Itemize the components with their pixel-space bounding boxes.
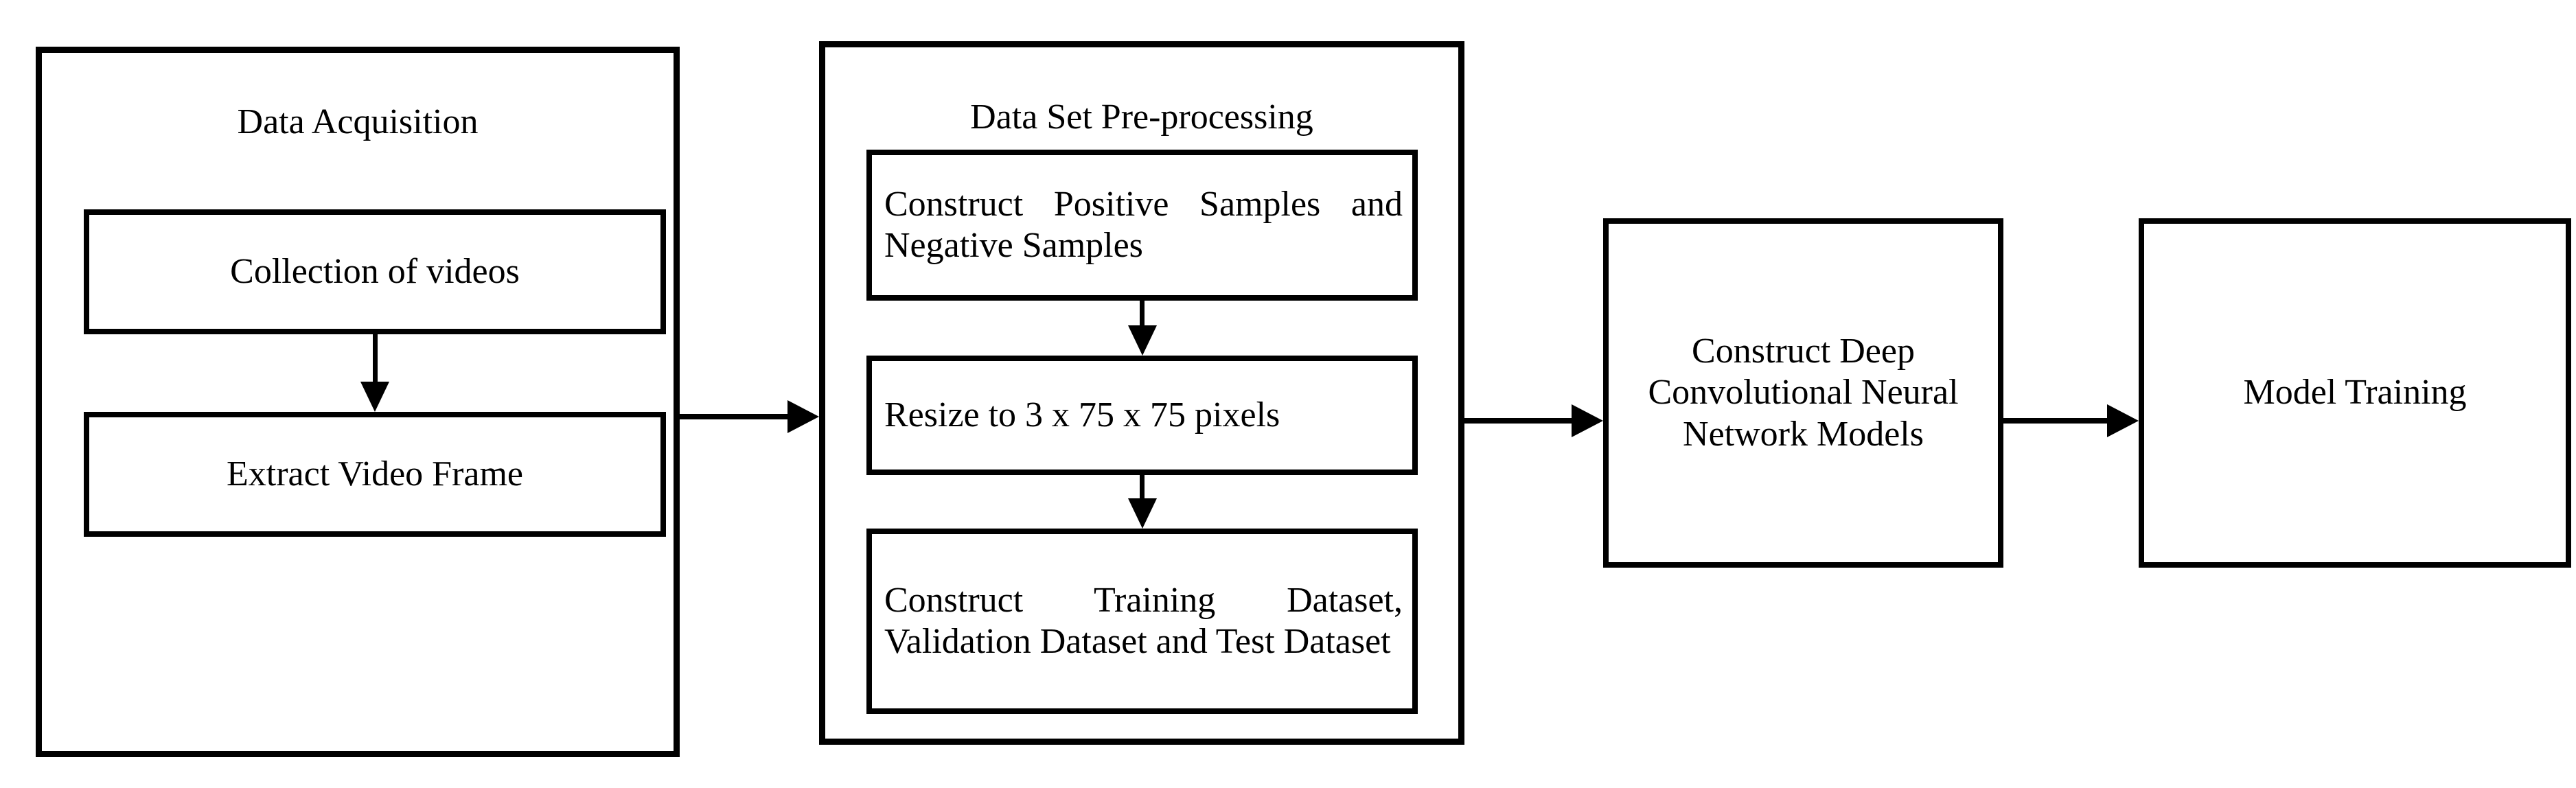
arrow-head-down-icon	[1127, 325, 1157, 356]
arrow-acquisition-to-preprocessing	[680, 400, 819, 433]
node-cnn-models-label: Construct Deep Convolutional Neural Netw…	[1648, 332, 1959, 454]
arrow-head-right-icon	[2107, 404, 2139, 437]
arrow-shaft	[372, 334, 378, 389]
arrow-resize-to-datasets	[866, 475, 1418, 529]
arrow-head-right-icon	[787, 400, 819, 433]
node-cnn-models[interactable]: Construct Deep Convolutional Neural Netw…	[1603, 218, 2003, 568]
arrow-shaft	[2003, 418, 2108, 424]
arrow-collection-to-extract	[84, 334, 666, 412]
arrow-shaft	[680, 414, 790, 419]
node-construct-datasets[interactable]: Construct Training Dataset, Validation D…	[866, 529, 1418, 714]
node-extract-video-frame-label: Extract Video Frame	[227, 454, 523, 494]
group-data-set-preprocessing-title: Data Set Pre-processing	[970, 97, 1313, 137]
node-construct-datasets-label: Construct Training Dataset, Validation D…	[884, 580, 1403, 661]
node-resize-pixels[interactable]: Resize to 3 x 75 x 75 pixels	[866, 356, 1418, 475]
node-construct-samples-label: Construct Positive Samples and Negative …	[884, 184, 1403, 265]
arrow-shaft	[1464, 418, 1573, 424]
node-extract-video-frame[interactable]: Extract Video Frame	[84, 412, 666, 537]
arrow-shaft	[1140, 475, 1145, 505]
node-model-training[interactable]: Model Training	[2139, 218, 2571, 568]
node-construct-samples[interactable]: Construct Positive Samples and Negative …	[866, 150, 1418, 301]
arrow-shaft	[1140, 301, 1145, 332]
group-data-acquisition	[36, 47, 680, 757]
arrow-cnn-models-to-model-training	[2003, 404, 2139, 437]
arrow-preprocessing-to-cnn-models	[1464, 404, 1603, 437]
node-resize-pixels-label: Resize to 3 x 75 x 75 pixels	[884, 395, 1280, 434]
group-data-acquisition-title: Data Acquisition	[237, 102, 479, 141]
arrow-head-down-icon	[1127, 498, 1157, 529]
node-collection-of-videos[interactable]: Collection of videos	[84, 209, 666, 334]
arrow-head-right-icon	[1572, 404, 1603, 437]
arrow-samples-to-resize	[866, 301, 1418, 356]
arrow-head-down-icon	[360, 382, 389, 412]
node-model-training-label: Model Training	[2243, 373, 2467, 413]
node-collection-of-videos-label: Collection of videos	[230, 251, 520, 291]
